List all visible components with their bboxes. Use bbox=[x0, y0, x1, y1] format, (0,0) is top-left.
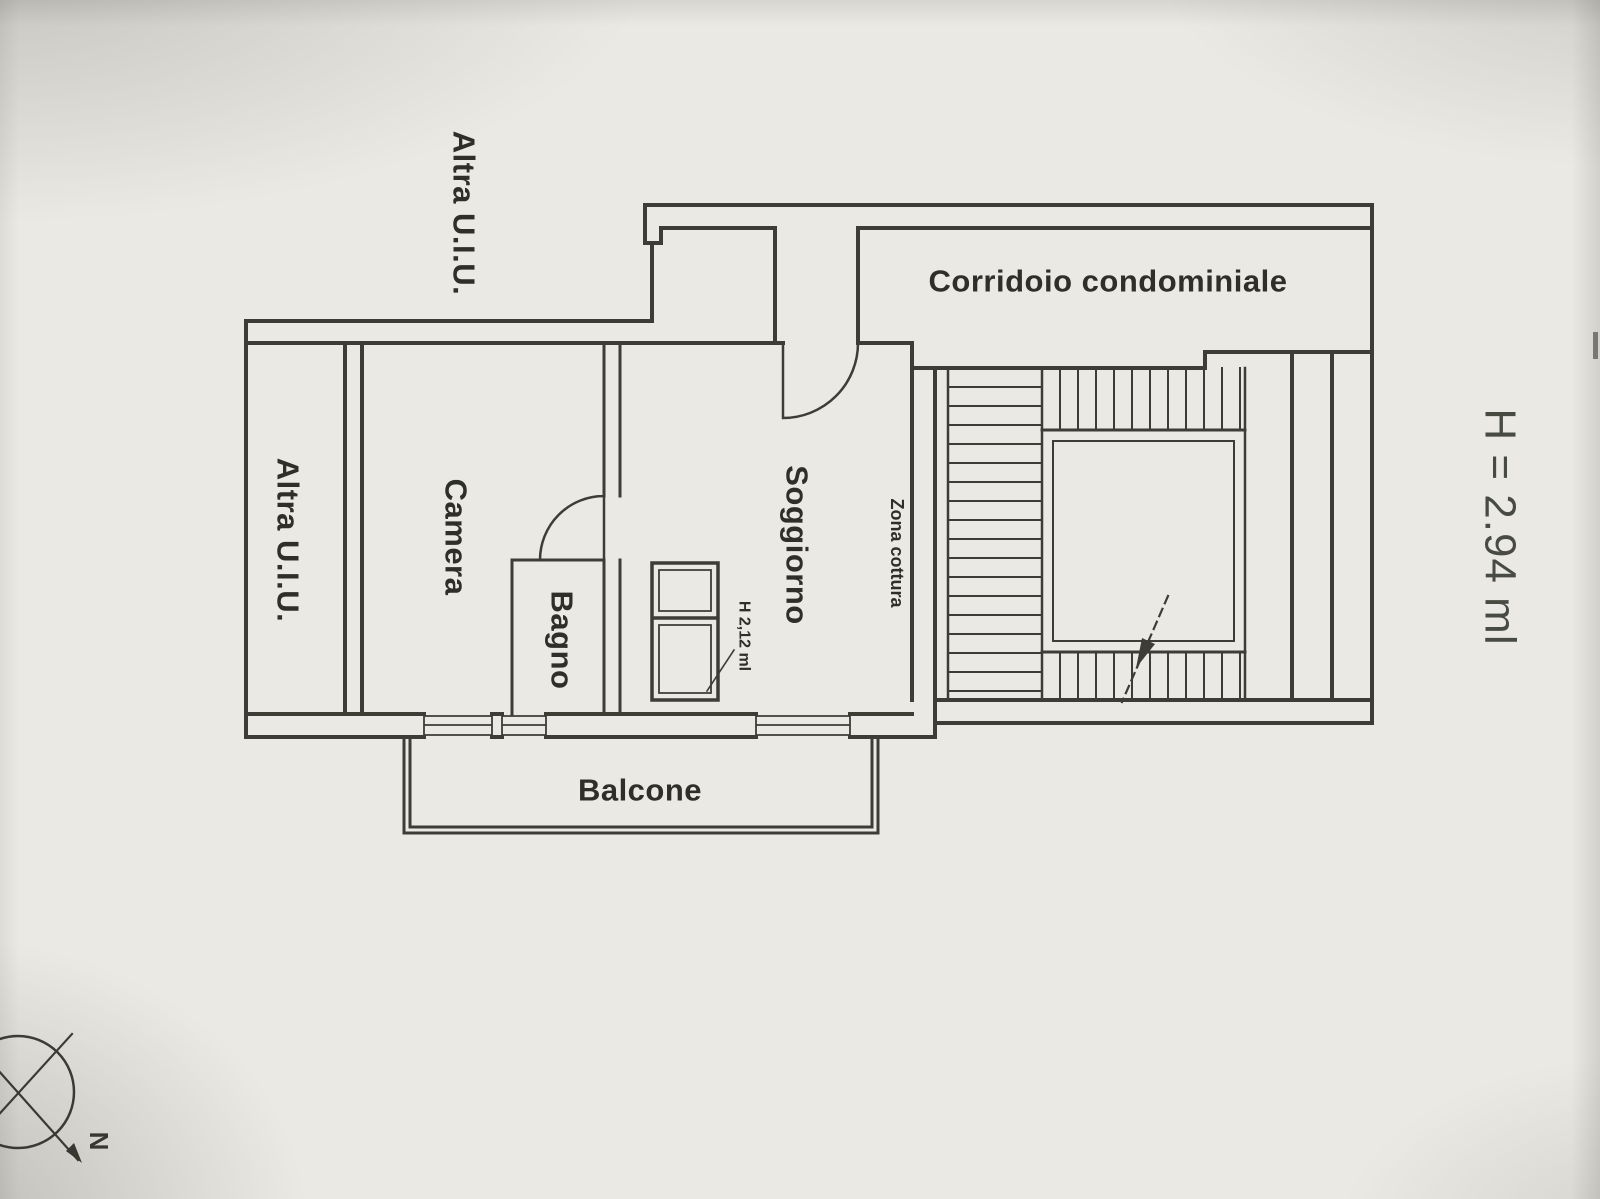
compass-needle-lines bbox=[0, 1032, 80, 1162]
other-unit-left-label: Altra U.I.U. bbox=[271, 458, 306, 622]
entrance-door-swing-arc bbox=[781, 341, 860, 420]
other-unit-top-label: Altra U.I.U. bbox=[447, 131, 482, 295]
labels-layer: Corridoio condominiale Altra U.I.U. Altr… bbox=[271, 131, 1525, 808]
closet-height-label: H 2,12 ml bbox=[736, 601, 753, 671]
corridor-label: Corridoio condominiale bbox=[929, 264, 1288, 299]
stair-frame bbox=[946, 366, 1247, 702]
stairs-layer bbox=[946, 366, 1247, 704]
partition-walls bbox=[510, 341, 622, 716]
page-edge-mark bbox=[1593, 332, 1598, 359]
compass-north-label: N bbox=[84, 1132, 114, 1151]
stair-treads-top-flight bbox=[1059, 367, 1241, 431]
closet-leader-line bbox=[705, 648, 736, 693]
balcony-outline bbox=[402, 735, 880, 835]
stair-landing bbox=[1040, 428, 1247, 654]
stairs-direction-arrow-icon bbox=[1136, 638, 1155, 668]
compass-needle-tip-icon bbox=[66, 1143, 82, 1163]
room-label-bagno: Bagno bbox=[545, 591, 580, 690]
closet-inner-lines bbox=[658, 569, 712, 694]
ceiling-height-label: H = 2.94 ml bbox=[1476, 408, 1525, 645]
wall-lines bbox=[244, 203, 1374, 739]
closet-outline bbox=[650, 561, 720, 702]
walls-layer bbox=[244, 203, 1374, 835]
room-label-camera: Camera bbox=[439, 479, 474, 596]
room-label-soggiorno: Soggiorno bbox=[780, 465, 815, 624]
window-openings bbox=[423, 715, 851, 736]
compass-rose: N bbox=[0, 1032, 114, 1163]
stair-treads-left-flight bbox=[947, 386, 1043, 692]
zona-cottura-label: Zona cottura bbox=[887, 498, 907, 608]
stair-well-inner bbox=[1052, 440, 1235, 642]
balcony-label: Balcone bbox=[578, 773, 702, 808]
compass-circle bbox=[0, 1034, 76, 1150]
camera-door-swing-arc bbox=[538, 494, 606, 562]
stair-treads-bottom-flight bbox=[1059, 651, 1241, 701]
